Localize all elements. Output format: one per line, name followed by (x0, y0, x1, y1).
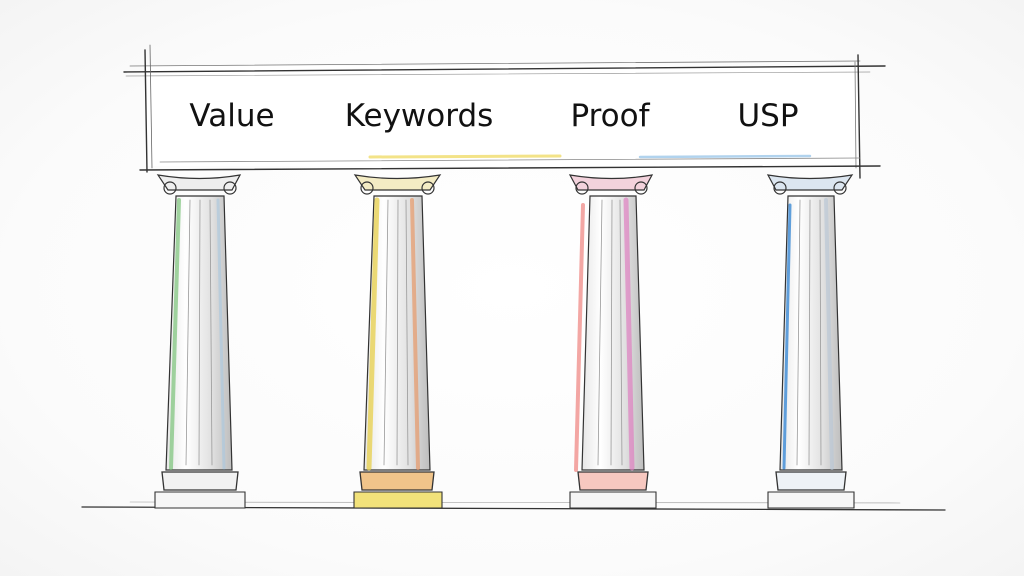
beam-label-value: Value (189, 98, 275, 134)
pillar-value (154, 174, 246, 509)
beam (123, 44, 886, 179)
beam-label-usp: USP (737, 98, 799, 134)
beam-label-keywords: Keywords (344, 98, 494, 134)
beam-label-proof: Proof (570, 98, 650, 134)
pillar-usp (766, 174, 855, 509)
pillar-proof (568, 174, 657, 509)
pillar-keywords (353, 174, 443, 509)
